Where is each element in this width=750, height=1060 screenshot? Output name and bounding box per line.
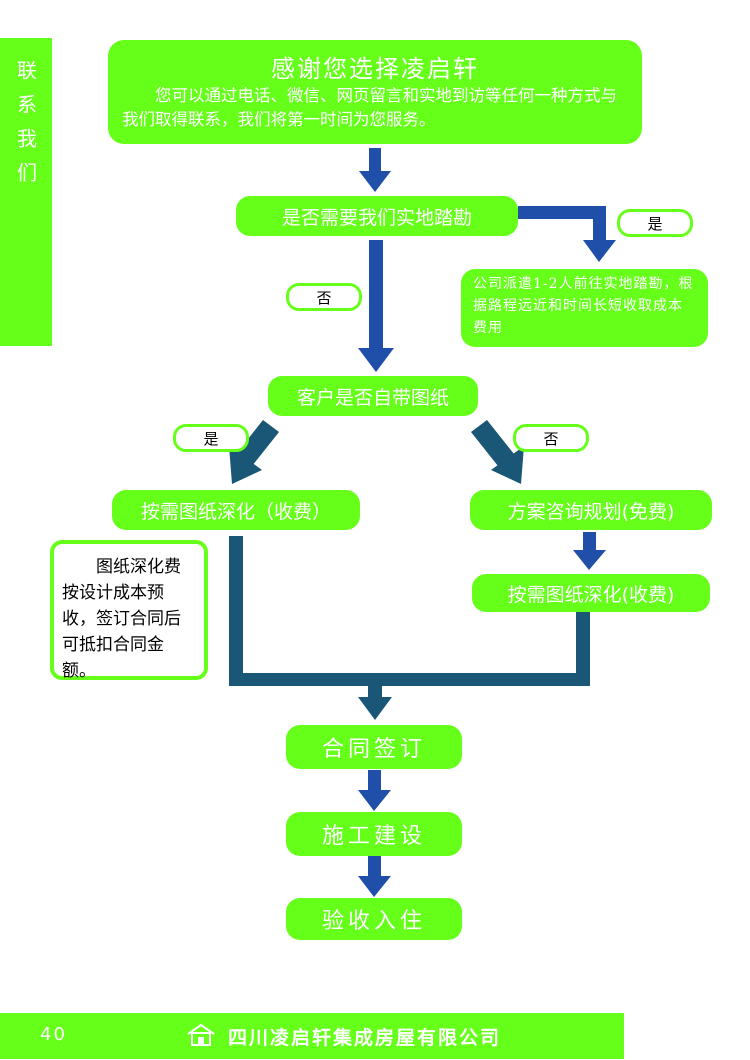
drawing-question-box: 客户是否自带图纸 (268, 376, 478, 416)
acceptance-step-text: 验收入住 (321, 909, 426, 934)
arrow-survey-yes (518, 206, 616, 262)
survey-question-box: 是否需要我们实地踏勘 (236, 196, 518, 236)
intro-title: 感谢您选择凌启轩 (271, 55, 479, 83)
right-branch-consult-text: 方案咨询规划(免费) (507, 500, 675, 523)
drawing-no-label: 否 (513, 424, 589, 452)
contract-step-box: 合同签订 (286, 725, 462, 769)
drawing-no-text: 否 (543, 429, 559, 448)
fee-note-text: 图纸深化费按设计成本预收，签订合同后可抵扣合同金额。 (62, 557, 181, 681)
right-branch-deepen-text: 按需图纸深化(收费) (507, 583, 675, 606)
survey-no-label: 否 (286, 283, 362, 311)
drawing-question-text: 客户是否自带图纸 (296, 386, 449, 409)
construction-step-box: 施工建设 (286, 812, 462, 856)
survey-yes-text: 是 (647, 214, 663, 233)
right-branch-deepen-box: 按需图纸深化(收费) (472, 574, 710, 612)
arrow-survey-no (358, 240, 394, 372)
page-number: 40 (40, 1024, 67, 1045)
merge-lines (229, 536, 590, 720)
page-footer: 40 四川凌启轩集成房屋有限公司 (0, 1013, 624, 1059)
survey-no-text: 否 (316, 288, 332, 307)
arrow-drawing-no (471, 420, 524, 484)
arrow-construction-to-acceptance (358, 856, 391, 897)
drawing-yes-label: 是 (173, 424, 249, 452)
left-branch-text: 按需图纸深化（收费） (140, 500, 331, 523)
side-tab-contact-us: 联系我们 (0, 38, 52, 346)
right-branch-consult-box: 方案咨询规划(免费) (470, 490, 712, 530)
survey-yes-label: 是 (617, 209, 693, 237)
arrow-contract-to-construction (358, 770, 391, 811)
contract-step-text: 合同签订 (321, 737, 426, 762)
company-name: 四川凌启轩集成房屋有限公司 (228, 1027, 502, 1049)
construction-step-text: 施工建设 (321, 824, 426, 849)
survey-note-box: 公司派遣1-2人前往实地踏勘，根据路程远近和时间长短收取成本费用 (461, 269, 708, 347)
survey-note-text: 公司派遣1-2人前往实地踏勘，根据路程远近和时间长短收取成本费用 (473, 276, 694, 336)
arrow-intro-to-survey (359, 148, 391, 192)
side-tab-label: 联系我们 (13, 60, 38, 196)
arrow-consult-to-deepen (573, 532, 606, 570)
fee-note-box: 图纸深化费按设计成本预收，签订合同后可抵扣合同金额。 (50, 540, 208, 681)
survey-question-text: 是否需要我们实地踏勘 (281, 206, 472, 229)
arrow-drawing-yes (229, 420, 279, 484)
intro-body: 您可以通过电话、微信、网页留言和实地到访等任何一种方式与我们取得联系，我们将第一… (122, 86, 617, 129)
house-icon (186, 1023, 216, 1051)
acceptance-step-box: 验收入住 (286, 898, 462, 940)
drawing-yes-text: 是 (203, 429, 219, 448)
intro-box: 感谢您选择凌启轩 您可以通过电话、微信、网页留言和实地到访等任何一种方式与我们取… (108, 40, 642, 144)
left-branch-box: 按需图纸深化（收费） (112, 490, 360, 530)
